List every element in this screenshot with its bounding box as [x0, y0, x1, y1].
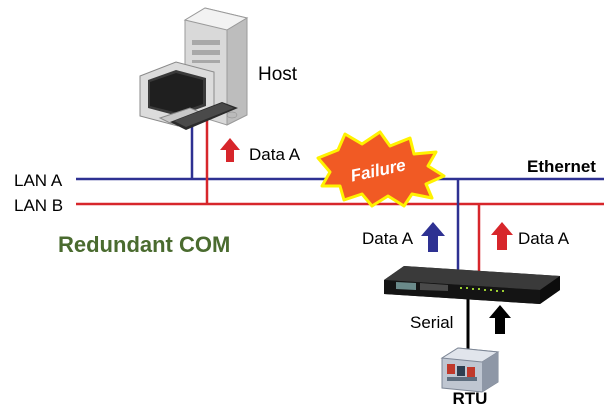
desktop-computer-icon	[139, 7, 249, 130]
serial-device-server-icon	[384, 266, 560, 304]
blue-data-a-label: Data A	[362, 229, 414, 248]
lan-b-label: LAN B	[14, 196, 63, 215]
rtu-device-icon	[440, 347, 500, 393]
arrow-up-red-icon	[491, 222, 513, 250]
arrow-up-icon	[220, 138, 240, 162]
red-data-a-label: Data A	[518, 229, 570, 248]
arrow-up-black-icon	[489, 305, 511, 334]
lan-a-label: LAN A	[14, 171, 63, 190]
ethernet-label: Ethernet	[527, 157, 596, 176]
serial-label: Serial	[410, 313, 453, 332]
host-data-a-label: Data A	[249, 145, 301, 164]
failure-burst-icon	[316, 130, 446, 208]
rtu-label: RTU	[453, 389, 488, 408]
host-label: Host	[258, 64, 298, 85]
arrow-up-blue-icon	[421, 222, 445, 252]
redundant-com-title: Redundant COM	[58, 232, 230, 257]
